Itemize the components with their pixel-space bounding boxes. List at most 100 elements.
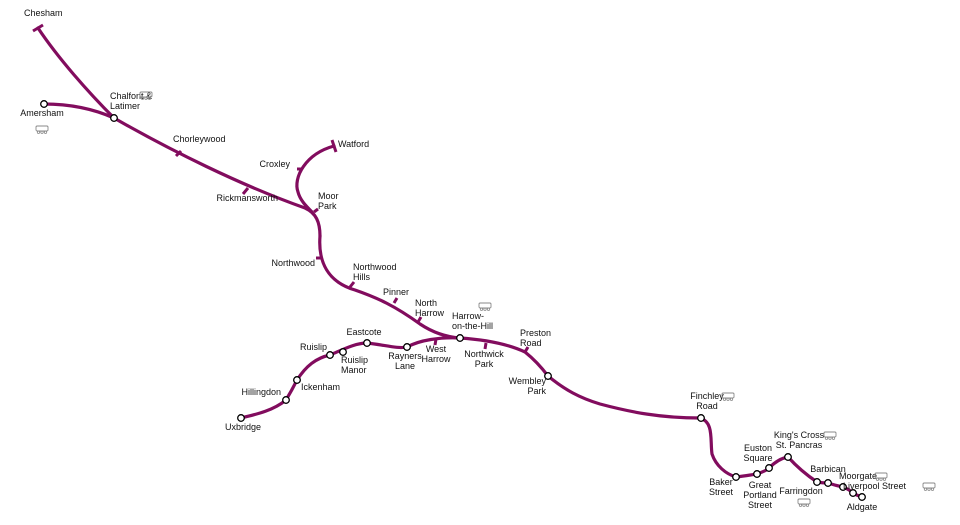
national-rail-icon: [797, 498, 811, 507]
station-label-line: Ickenham: [301, 382, 340, 392]
station-label-line: Northwood: [271, 258, 315, 268]
station-tick-chorleywood: [174, 149, 183, 158]
station-label-line: Harrow: [415, 308, 445, 318]
station-label-ickenham[interactable]: Ickenham: [301, 382, 340, 392]
station-label-line: Chalfont &: [110, 91, 152, 101]
station-label-uxbridge[interactable]: Uxbridge: [225, 422, 261, 432]
station-label-moorgate[interactable]: Moorgate: [839, 471, 877, 481]
station-marker-wembleypark: [544, 372, 552, 380]
station-tick-northwoodhills: [348, 281, 356, 288]
station-label-line: Pinner: [383, 287, 409, 297]
route-lines: [36, 26, 864, 499]
station-label-line: Liverpool Street: [843, 481, 907, 491]
station-label-line: Croxley: [259, 159, 290, 169]
station-tick-chesham: [32, 23, 44, 33]
station-tick-moorpark: [313, 207, 319, 214]
route-trunk-harrow: [318, 234, 462, 340]
station-marker-eastcote: [363, 339, 371, 347]
station-marker-liverpoolstreet: [849, 489, 857, 497]
station-label-line: West: [426, 344, 447, 354]
station-label-line: Hillingdon: [241, 387, 281, 397]
route-chesham-branch: [36, 26, 116, 120]
station-marker-eustonsquare: [765, 464, 773, 472]
station-label-amersham[interactable]: Amersham: [20, 108, 64, 118]
station-label-line: Wembley: [509, 376, 547, 386]
station-label-line: Uxbridge: [225, 422, 261, 432]
station-label-line: Lane: [395, 361, 415, 371]
station-label-line: Manor: [341, 365, 367, 375]
national-rail-icon: [823, 431, 837, 440]
station-label-line: Road: [696, 401, 718, 411]
station-label-line: Park: [475, 359, 494, 369]
station-marker-harrow: [456, 334, 464, 342]
station-label-chesham[interactable]: Chesham: [24, 8, 63, 18]
station-label-barbican[interactable]: Barbican: [810, 464, 846, 474]
station-label-line: on-the-Hill: [452, 321, 493, 331]
station-tick-watford: [330, 139, 338, 153]
station-label-aldgate[interactable]: Aldgate: [847, 502, 878, 512]
route-amersham-branch: [42, 102, 116, 120]
station-label-line: Moorgate: [839, 471, 877, 481]
station-label-rickmansworth[interactable]: Rickmansworth: [216, 193, 278, 203]
station-label-farringdon[interactable]: Farringdon: [779, 486, 823, 496]
station-tick-pinner: [392, 297, 399, 304]
national-rail-icon: [478, 302, 492, 311]
station-label-line: Great: [749, 480, 772, 490]
route-watford-branch: [295, 144, 336, 214]
station-label-pinner[interactable]: Pinner: [383, 287, 409, 297]
station-marker-kingscross: [784, 453, 792, 461]
station-label-line: Hills: [353, 272, 370, 282]
station-label-liverpoolstreet[interactable]: Liverpool Street: [843, 481, 907, 491]
station-label-line: Northwood: [353, 262, 397, 272]
station-label-line: Northwick: [464, 349, 504, 359]
station-label-line: Chorleywood: [173, 134, 226, 144]
station-label-line: Harrow-: [452, 311, 484, 321]
station-tick-northharrow: [416, 316, 423, 323]
station-label-ruislip[interactable]: Ruislip: [300, 342, 327, 352]
station-label-line: Aldgate: [847, 502, 878, 512]
station-label-line: Farringdon: [779, 486, 823, 496]
station-label-line: Street: [748, 500, 773, 510]
station-marker-uxbridge: [237, 414, 245, 422]
route-trunk-rickmansworth: [112, 116, 322, 238]
station-label-eastcote[interactable]: Eastcote: [346, 327, 381, 337]
national-rail-icon: [922, 482, 936, 491]
station-label-line: Rayners: [388, 351, 422, 361]
station-marker-moorgate: [839, 483, 847, 491]
station-tick-rickmansworth: [241, 187, 250, 195]
station-label-chalfont[interactable]: Chalfont &Latimer: [110, 91, 152, 111]
station-marker-bakerstreet: [732, 473, 740, 481]
station-label-watford[interactable]: Watford: [338, 139, 369, 149]
station-marker-finchleyroad: [697, 414, 705, 422]
station-label-croxley[interactable]: Croxley: [259, 159, 290, 169]
station-label-chorleywood[interactable]: Chorleywood: [173, 134, 226, 144]
station-label-harrow[interactable]: Harrow-on-the-Hill: [452, 311, 493, 331]
national-rail-icon: [721, 392, 735, 401]
station-label-line: North: [415, 298, 437, 308]
station-tick-prestonroad: [523, 346, 530, 353]
station-label-line: Euston: [744, 443, 772, 453]
station-marker-ickenham: [293, 376, 301, 384]
station-label-northwood[interactable]: Northwood: [271, 258, 315, 268]
station-label-hillingdon[interactable]: Hillingdon: [241, 387, 281, 397]
interchange-markers: [40, 100, 866, 501]
national-rail-icon: [139, 91, 153, 100]
station-label-line: Rickmansworth: [216, 193, 278, 203]
station-marker-farringdon: [813, 478, 821, 486]
station-label-line: Amersham: [20, 108, 64, 118]
